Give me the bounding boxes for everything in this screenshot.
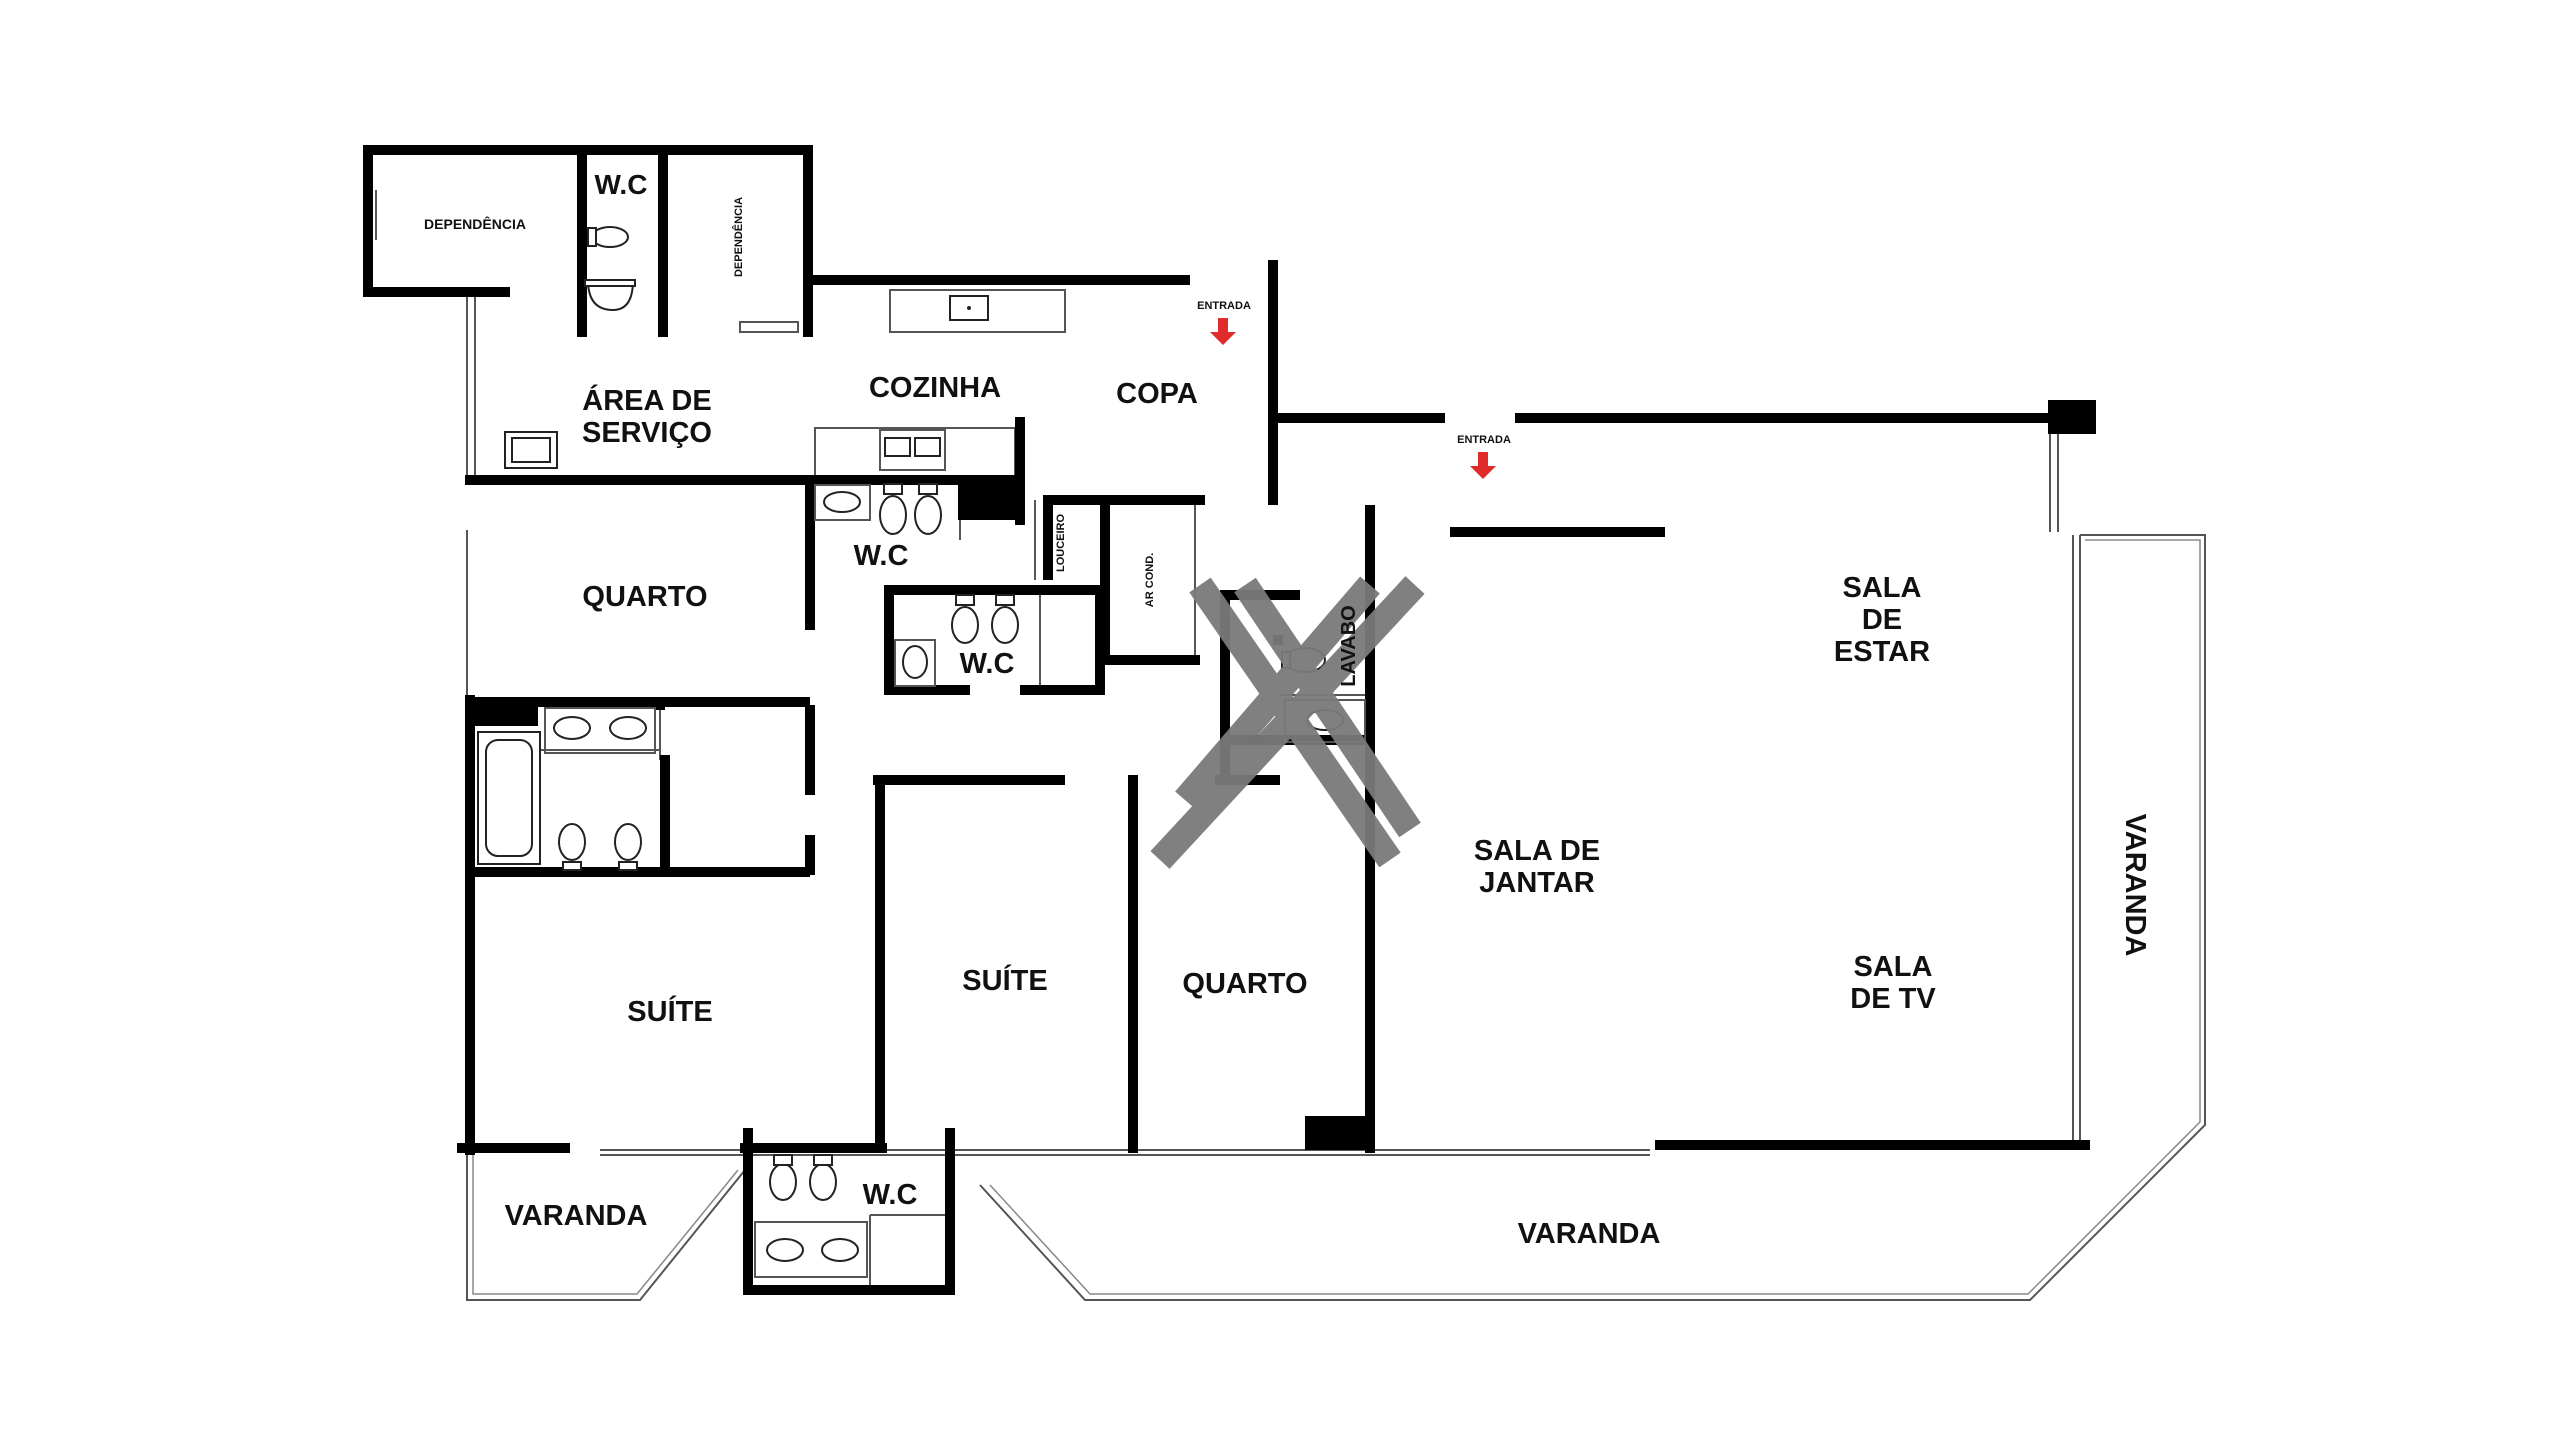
- room-label-wc-servico: W.C: [595, 169, 648, 200]
- entry-arrow-icon: [1210, 318, 1236, 345]
- entry-arrow-icon: [1470, 452, 1496, 479]
- room-label-varanda-principal: VARANDA: [1518, 1218, 1661, 1250]
- room-label-dependencia-2: DEPENDÊNCIA: [732, 197, 745, 277]
- room-label-cozinha: COZINHA: [869, 372, 1001, 404]
- room-label-copa: COPA: [1116, 378, 1198, 410]
- room-label-sala-tv-1: SALA: [1854, 951, 1933, 983]
- room-label-varanda-esquerda: VARANDA: [505, 1200, 648, 1232]
- watermark-logo: [1150, 576, 1425, 869]
- room-label-louceiro: LOUCEIRO: [1055, 514, 1067, 573]
- room-label-lavabo: LAVABO: [1338, 605, 1360, 686]
- room-label-sala-estar-3: ESTAR: [1834, 636, 1930, 668]
- room-label-quarto-2: QUARTO: [1182, 968, 1307, 1000]
- room-label-varanda-lateral: VARANDA: [2119, 814, 2151, 957]
- entrada-label-2: ENTRADA: [1457, 434, 1511, 446]
- room-label-dependencia: DEPENDÊNCIA: [424, 215, 526, 232]
- room-labels: DEPENDÊNCIA W.C DEPENDÊNCIA ÁREA DE SERV…: [424, 169, 2151, 1250]
- room-label-area-servico-2: SERVIÇO: [582, 417, 712, 449]
- room-label-sala-estar-1: SALA: [1843, 572, 1922, 604]
- room-label-sala-jantar-2: JANTAR: [1479, 867, 1595, 899]
- room-label-wc-3: W.C: [863, 1179, 918, 1211]
- room-label-sala-tv-2: DE TV: [1850, 983, 1936, 1015]
- room-label-ar-cond: AR COND.: [1144, 553, 1156, 607]
- room-label-sala-estar-2: DE: [1862, 604, 1902, 636]
- room-label-suite-1: SUÍTE: [627, 994, 712, 1028]
- room-label-suite-2: SUÍTE: [962, 963, 1047, 997]
- room-label-quarto-1: QUARTO: [582, 581, 707, 613]
- room-label-sala-jantar-1: SALA DE: [1474, 835, 1600, 867]
- entrada-label-1: ENTRADA: [1197, 300, 1251, 312]
- room-label-wc-2: W.C: [960, 648, 1015, 680]
- room-label-area-servico: ÁREA DE: [582, 383, 711, 417]
- room-label-wc-1: W.C: [854, 540, 909, 572]
